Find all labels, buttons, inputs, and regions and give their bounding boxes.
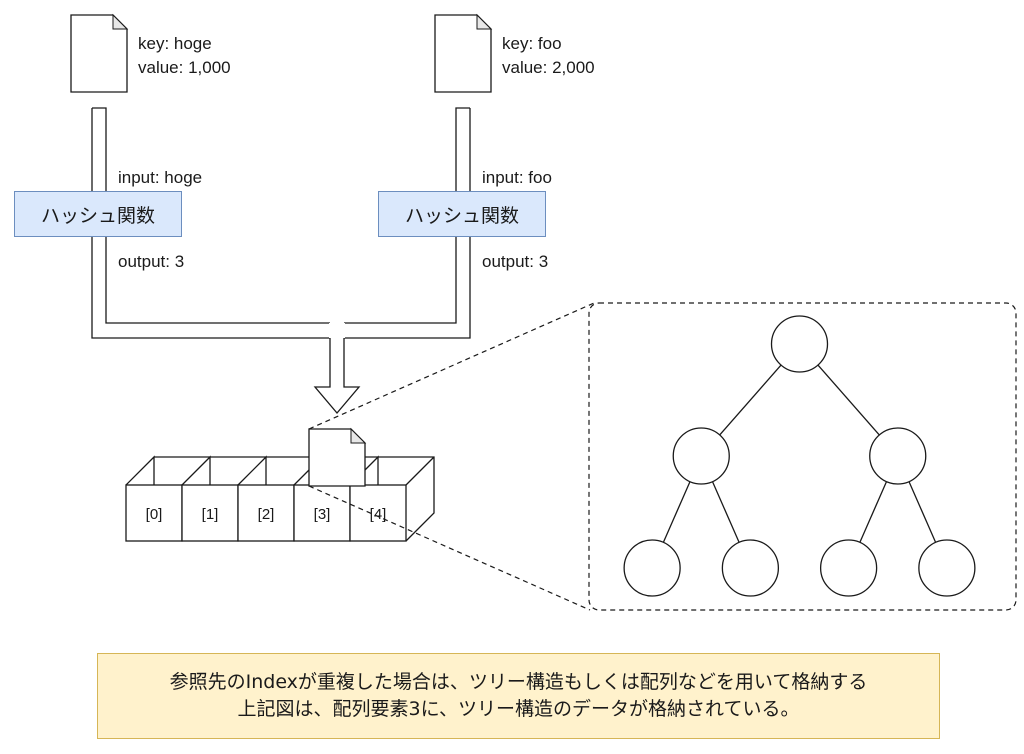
tree-edge xyxy=(662,481,691,543)
note-box: 参照先のIndexが重複した場合は、ツリー構造もしくは配列などを用いて格納する … xyxy=(97,653,940,739)
doc-key-label: key: foo xyxy=(502,34,562,53)
document-icon-foo xyxy=(434,13,493,93)
array-cell xyxy=(293,484,351,542)
array-index-label: [0] xyxy=(145,506,163,523)
stored-document-icon xyxy=(308,427,367,487)
zoom-line-bottom xyxy=(308,485,591,611)
array-index-label: [1] xyxy=(201,506,219,523)
hash-input-label: input: hoge xyxy=(118,168,203,187)
tree-node xyxy=(623,539,681,597)
array-index-label: [4] xyxy=(369,506,387,523)
array-index-label: [2] xyxy=(257,506,275,523)
array xyxy=(125,455,435,542)
tree-node xyxy=(819,539,878,597)
hash-function-box: ハッシュ関数 xyxy=(378,191,546,237)
tree-node xyxy=(869,427,927,485)
tree-edge xyxy=(859,481,888,543)
hash-function-box: ハッシュ関数 xyxy=(14,191,182,237)
tree-edge xyxy=(719,364,782,436)
doc-key-label: key: hoge xyxy=(138,34,212,53)
tree-node xyxy=(918,539,976,597)
tree-node xyxy=(770,315,829,373)
doc-value-label: value: 2,000 xyxy=(502,58,595,77)
array-cell xyxy=(237,484,295,542)
array-index-label: [3] xyxy=(313,506,331,523)
down-arrow xyxy=(313,323,361,415)
tree-node xyxy=(672,427,730,485)
tree-container xyxy=(588,302,1017,611)
array-top-edge xyxy=(154,456,435,542)
array-cell-back xyxy=(237,455,267,486)
note-line-2: 上記図は、配列要素3に、ツリー構造のデータが格納されている。 xyxy=(237,698,800,720)
hash-output-label: output: 3 xyxy=(482,252,549,271)
document-icon-hoge xyxy=(70,13,129,93)
doc-value-label: value: 1,000 xyxy=(138,58,231,77)
tree-node xyxy=(721,539,780,597)
array-cell-back xyxy=(125,455,155,486)
note-line-1: 参照先のIndexが重複した場合は、ツリー構造もしくは配列などを用いて格納する xyxy=(169,671,868,693)
tree-edge xyxy=(817,364,880,436)
hash-input-label: input: foo xyxy=(482,168,552,187)
hash-output-label: output: 3 xyxy=(118,252,185,271)
array-cell xyxy=(181,484,239,542)
array-cell-back xyxy=(181,455,211,486)
zoom-line-top xyxy=(308,302,595,430)
tree-edge xyxy=(908,481,937,543)
tree-edge xyxy=(711,481,740,543)
array-cell xyxy=(349,484,407,542)
tree xyxy=(623,315,976,597)
